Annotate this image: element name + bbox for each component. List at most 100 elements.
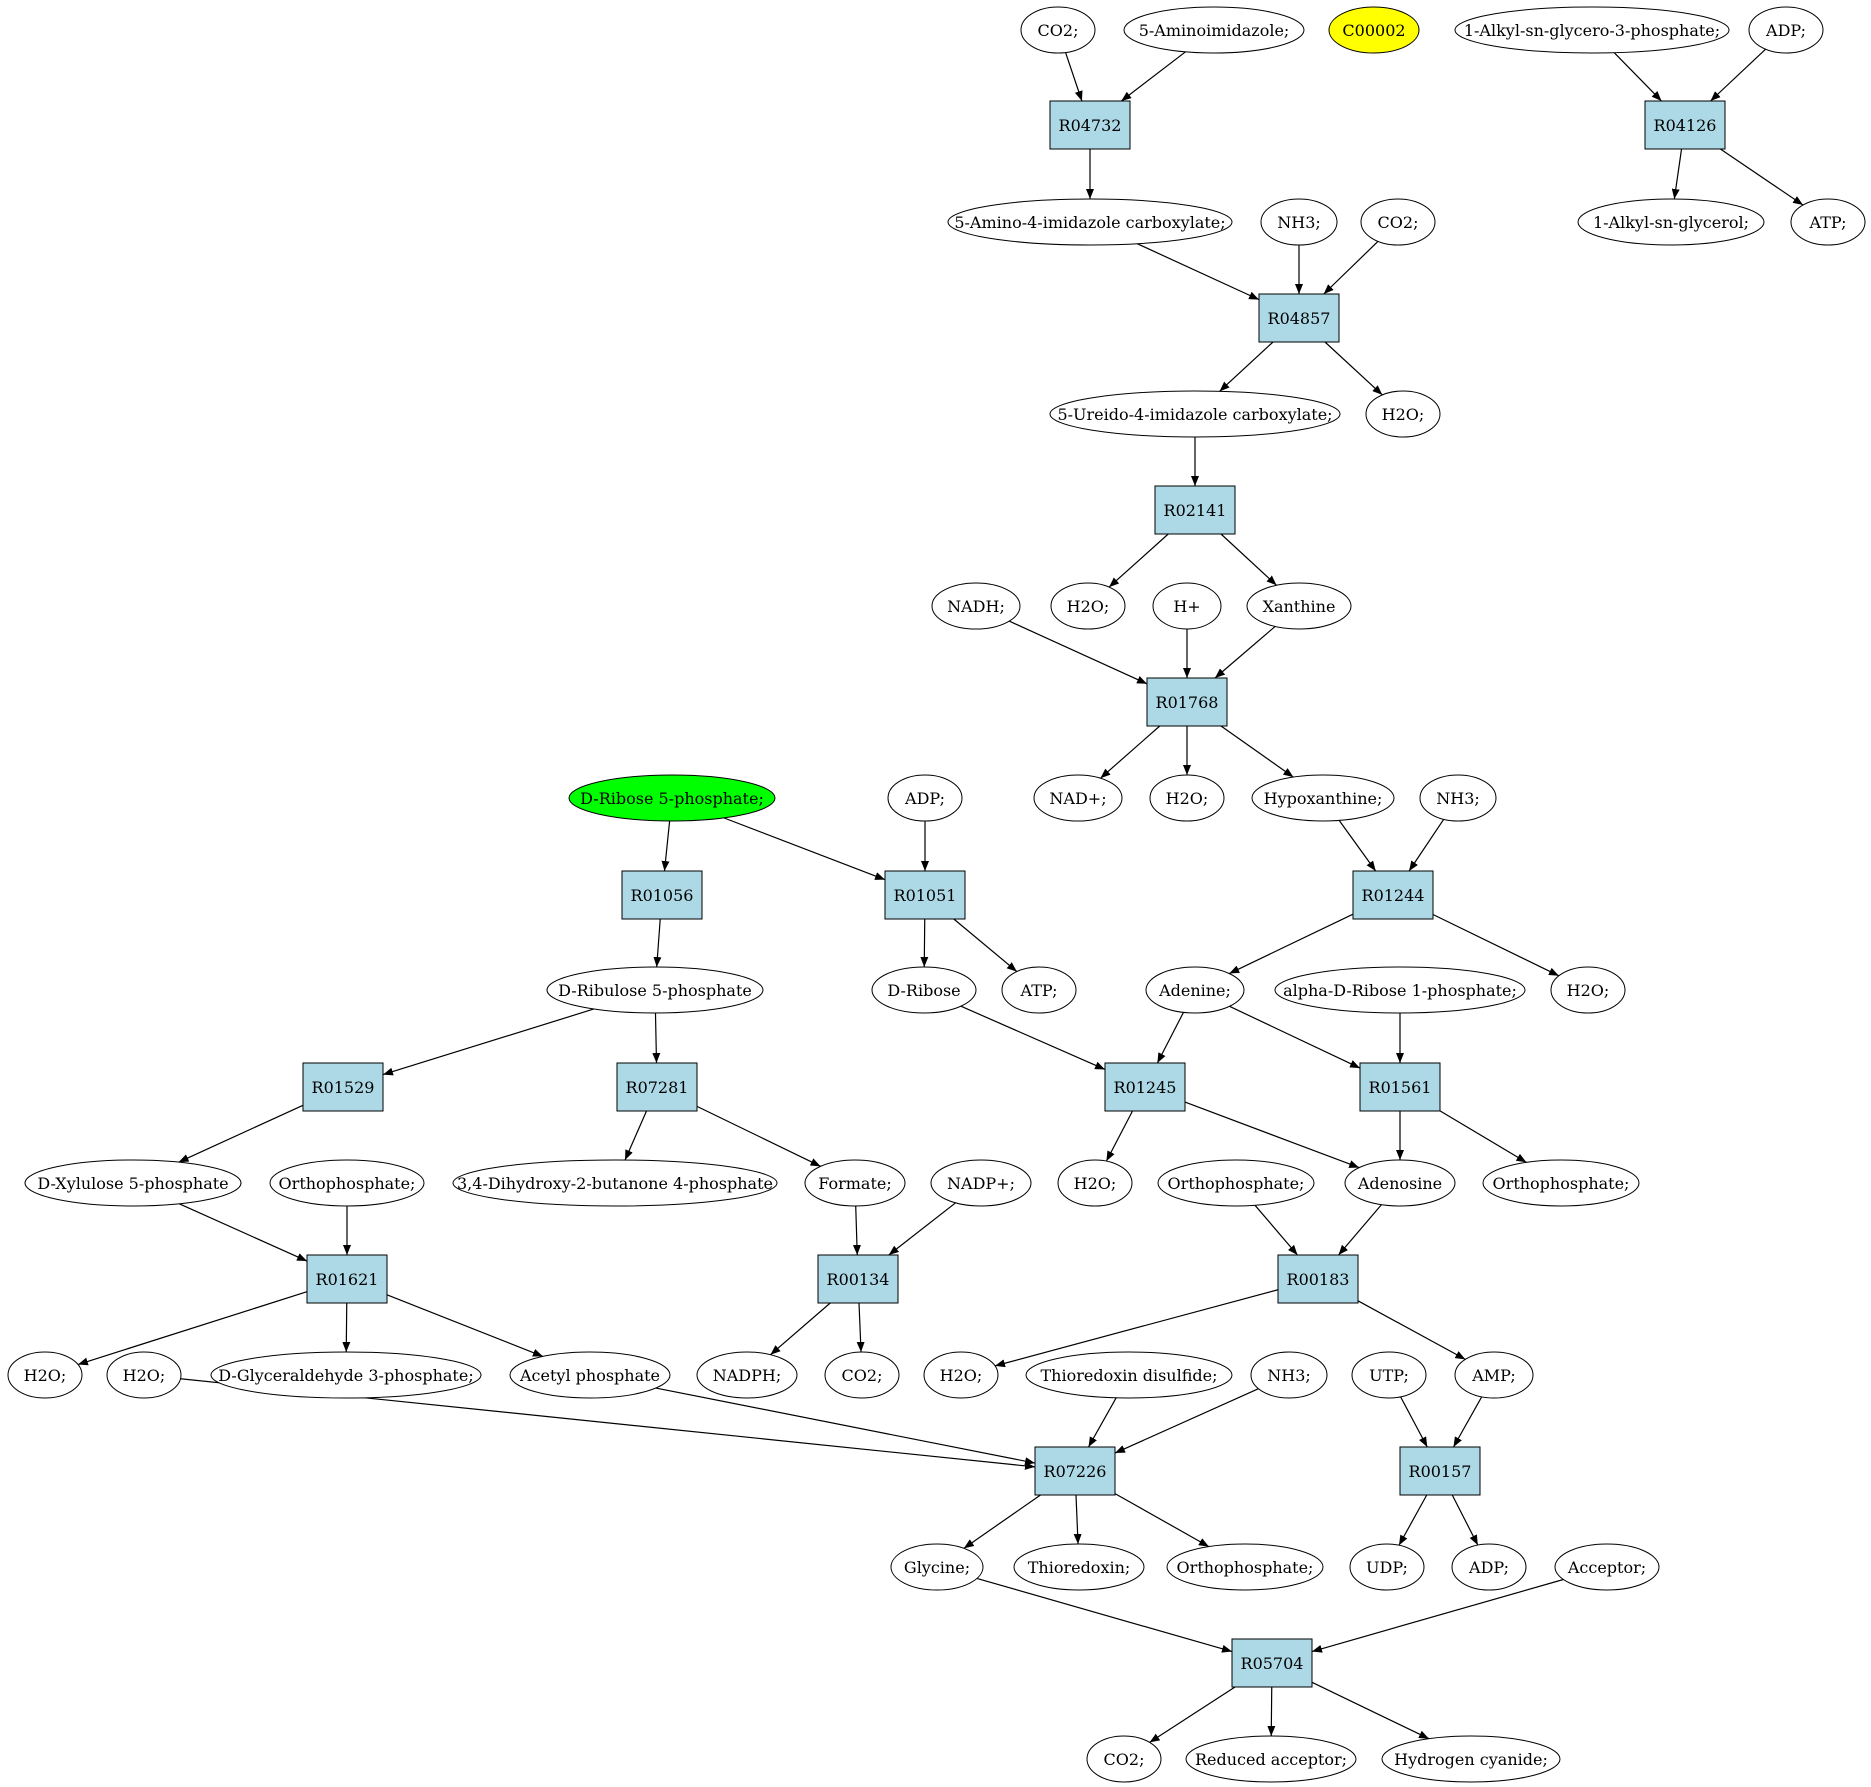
reaction-node-r07281[interactable]: R07281 — [616, 1062, 698, 1112]
compound-node-formate[interactable]: Formate; — [804, 1159, 906, 1207]
reaction-node-r01051[interactable]: R01051 — [884, 870, 966, 920]
compound-node-dglyceraldehyde3p[interactable]: D-Glyceraldehyde 3-phosphate; — [210, 1351, 482, 1399]
compound-node-utp[interactable]: UTP; — [1351, 1351, 1427, 1399]
reaction-box — [1034, 1446, 1116, 1496]
compound-ellipse — [1185, 1735, 1357, 1783]
compound-node-glycine[interactable]: Glycine; — [890, 1543, 984, 1591]
reaction-node-r00157[interactable]: R00157 — [1399, 1446, 1481, 1496]
compound-node-h2o-r01768[interactable]: H2O; — [1149, 774, 1225, 822]
compound-node-atp-mid[interactable]: ATP; — [1001, 966, 1077, 1014]
compound-node-nh3-top[interactable]: NH3; — [1260, 198, 1338, 246]
compound-label: H2O; — [1382, 405, 1425, 424]
edge-c_thioredoxindisulfide-to-R07226 — [1087, 1397, 1117, 1448]
compound-node-orthophosphate-r07226[interactable]: Orthophosphate; — [1166, 1543, 1324, 1591]
compound-node-hypoxanthine[interactable]: Hypoxanthine; — [1251, 774, 1395, 822]
compound-node-alkylglycerol[interactable]: 1-Alkyl-sn-glycerol; — [1577, 198, 1765, 246]
compound-ellipse — [1251, 774, 1395, 822]
compound-node-adenosine[interactable]: Adenosine — [1344, 1159, 1456, 1207]
compound-node-dihydroxybutanone[interactable]: 3,4-Dihydroxy-2-butanone 4-phosphate — [452, 1159, 778, 1207]
compound-ellipse — [1033, 774, 1123, 822]
compound-node-h2o-r02141[interactable]: H2O; — [1050, 582, 1126, 630]
compound-node-nh3-mid[interactable]: NH3; — [1419, 774, 1497, 822]
reaction-box — [1352, 870, 1434, 920]
compound-node-amp[interactable]: AMP; — [1454, 1351, 1534, 1399]
reaction-node-r01244[interactable]: R01244 — [1352, 870, 1434, 920]
compound-node-dribose5p[interactable]: D-Ribose 5-phosphate; — [568, 774, 776, 822]
compound-node-h2o-r01621a[interactable]: H2O; — [7, 1351, 83, 1399]
compound-node-nh3-low[interactable]: NH3; — [1250, 1351, 1328, 1399]
compound-node-5amino4imidazole[interactable]: 5-Amino-4-imidazole carboxylate; — [947, 198, 1233, 246]
compound-node-orthophosphate-r01621[interactable]: Orthophosphate; — [269, 1159, 425, 1207]
compound-node-atp-top[interactable]: ATP; — [1790, 198, 1866, 246]
reaction-node-r01561[interactable]: R01561 — [1359, 1062, 1441, 1112]
reaction-label: R07281 — [626, 1078, 689, 1097]
compound-node-h2o-r01244[interactable]: H2O; — [1550, 966, 1626, 1014]
compound-node-dxylulose5p[interactable]: D-Xylulose 5-phosphate — [24, 1159, 242, 1207]
reaction-node-r01768[interactable]: R01768 — [1146, 677, 1228, 727]
compound-node-h2o-r04857[interactable]: H2O; — [1365, 390, 1441, 438]
reaction-node-r05704[interactable]: R05704 — [1231, 1638, 1313, 1688]
compound-label: NH3; — [1277, 213, 1321, 232]
compound-ellipse — [887, 774, 963, 822]
compound-node-nadh[interactable]: NADH; — [931, 582, 1021, 630]
compound-node-co2-bottom[interactable]: CO2; — [1086, 1735, 1162, 1783]
reaction-node-r04126[interactable]: R04126 — [1644, 100, 1726, 150]
compound-node-thioredoxindisulfide[interactable]: Thioredoxin disulfide; — [1025, 1351, 1233, 1399]
compound-node-h2o-r01245[interactable]: H2O; — [1057, 1159, 1133, 1207]
compound-node-xanthine[interactable]: Xanthine — [1246, 582, 1352, 630]
compound-label: Orthophosphate; — [1177, 1558, 1314, 1577]
compound-node-alkylglycerophosphate[interactable]: 1-Alkyl-sn-glycero-3-phosphate; — [1454, 6, 1730, 54]
reaction-node-r00134[interactable]: R00134 — [817, 1254, 899, 1304]
compound-ellipse — [1157, 1159, 1315, 1207]
reaction-node-r04857[interactable]: R04857 — [1258, 293, 1340, 343]
compound-node-co2-r04857[interactable]: CO2; — [1360, 198, 1436, 246]
reaction-node-r01621[interactable]: R01621 — [306, 1254, 388, 1304]
compound-node-nadph[interactable]: NADPH; — [696, 1351, 798, 1399]
compound-node-hplus[interactable]: H+ — [1152, 582, 1222, 630]
compound-node-co2-top[interactable]: CO2; — [1020, 6, 1096, 54]
compound-node-h2o-r01621b[interactable]: H2O; — [106, 1351, 182, 1399]
compound-node-nadplus[interactable]: NAD+; — [1033, 774, 1123, 822]
compound-node-hydrogencyanide[interactable]: Hydrogen cyanide; — [1381, 1735, 1561, 1783]
compound-node-reducedacceptor[interactable]: Reduced acceptor; — [1185, 1735, 1357, 1783]
compound-label: UDP; — [1366, 1558, 1408, 1577]
reaction-node-r00183[interactable]: R00183 — [1277, 1254, 1359, 1304]
compound-node-adp-mid[interactable]: ADP; — [887, 774, 963, 822]
reaction-node-r01245[interactable]: R01245 — [1104, 1062, 1186, 1112]
compound-ellipse — [568, 774, 776, 822]
compound-node-acetylphosphate[interactable]: Acetyl phosphate — [509, 1351, 671, 1399]
compound-node-adp-low[interactable]: ADP; — [1451, 1543, 1527, 1591]
compound-node-h2o-r00183[interactable]: H2O; — [923, 1351, 999, 1399]
compound-node-orthophosphate-r01561[interactable]: Orthophosphate; — [1482, 1159, 1640, 1207]
reaction-node-r01056[interactable]: R01056 — [621, 870, 703, 920]
reaction-node-r04732[interactable]: R04732 — [1049, 100, 1131, 150]
compound-node-dribose[interactable]: D-Ribose — [871, 966, 977, 1014]
reaction-node-r01529[interactable]: R01529 — [302, 1062, 384, 1112]
compound-ellipse — [930, 1159, 1032, 1207]
compound-label: 1-Alkyl-sn-glycero-3-phosphate; — [1464, 21, 1720, 40]
compound-node-nadpplus[interactable]: NADP+; — [930, 1159, 1032, 1207]
reaction-node-r07226[interactable]: R07226 — [1034, 1446, 1116, 1496]
compound-node-adenine[interactable]: Adenine; — [1145, 966, 1245, 1014]
compound-node-thioredoxin[interactable]: Thioredoxin; — [1013, 1543, 1145, 1591]
edge-c_adenosine-to-R00183 — [1338, 1204, 1382, 1256]
compound-node-orthophosphate-r00183[interactable]: Orthophosphate; — [1157, 1159, 1315, 1207]
reaction-node-r02141[interactable]: R02141 — [1154, 485, 1236, 535]
compound-node-co2-r00134[interactable]: CO2; — [824, 1351, 900, 1399]
compound-ellipse — [1554, 1543, 1660, 1591]
compound-node-dribulose5p[interactable]: D-Ribulose 5-phosphate — [546, 966, 764, 1014]
compound-node-alphadribose1p[interactable]: alpha-D-Ribose 1-phosphate; — [1274, 966, 1526, 1014]
compound-node-udp[interactable]: UDP; — [1349, 1543, 1425, 1591]
compound-node-5aminoimidazole[interactable]: 5-Aminoimidazole; — [1123, 6, 1305, 54]
reaction-box — [1104, 1062, 1186, 1112]
reaction-label: R01768 — [1156, 693, 1219, 712]
compound-node-adp-top[interactable]: ADP; — [1748, 6, 1824, 54]
compound-node-5ureido[interactable]: 5-Ureido-4-imidazole carboxylate; — [1049, 390, 1341, 438]
edge-R07226-to-c_glycine — [963, 1494, 1041, 1549]
compound-node-c00002[interactable]: C00002 — [1328, 6, 1420, 54]
compound-node-acceptor[interactable]: Acceptor; — [1554, 1543, 1660, 1591]
edge-R04857-to-c_h2o_r04857 — [1324, 341, 1383, 396]
reaction-box — [621, 870, 703, 920]
compound-label: Thioredoxin; — [1028, 1558, 1131, 1577]
